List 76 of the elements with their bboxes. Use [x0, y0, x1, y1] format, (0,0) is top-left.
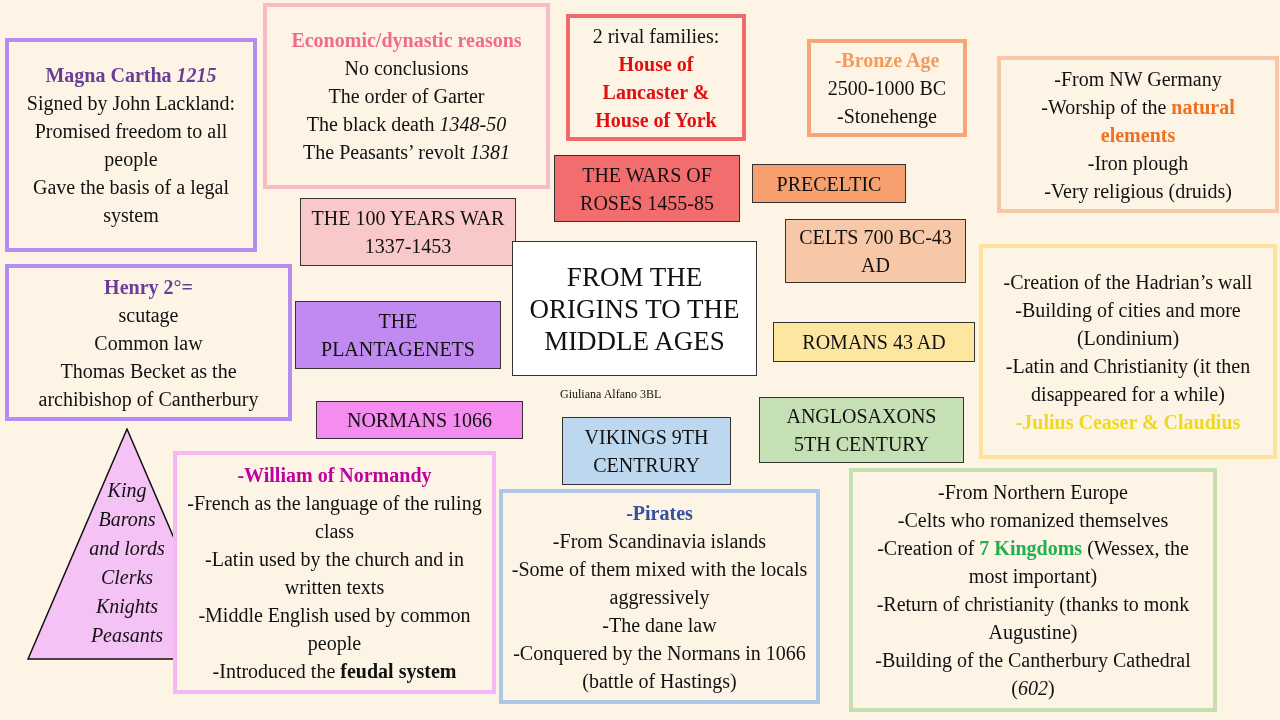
note-card: [499, 489, 820, 704]
topic-label: Clerks: [99, 565, 155, 590]
note-text: Thomas Becket as the archibishop of Cantherbury: [37, 358, 260, 413]
heading: Economic/dynastic reasons: [291, 28, 522, 54]
note-text: The black death 1348-50: [306, 112, 507, 137]
topic-label: THE PLANTAGENETS: [320, 309, 476, 362]
topic-label: King: [106, 478, 148, 504]
heading: Magna Cartha 1215: [45, 63, 217, 89]
topic-box: [300, 198, 516, 266]
heading: -Bronze Age: [834, 48, 940, 74]
note-text: The Peasants’ revolt 1381: [303, 140, 510, 165]
note-text: -Celts who romanized themselves: [897, 508, 1169, 533]
note-text: -Creation of the Hadrian’s wall: [1003, 269, 1253, 295]
note-text: Common law: [94, 330, 203, 356]
heading: Henry 2°=: [104, 274, 193, 301]
topic-box: [773, 322, 975, 362]
topic-label: Knights: [94, 594, 160, 620]
note-text: Promised freedom to all people: [33, 119, 229, 173]
note-text: -Worship of the natural elements: [1040, 94, 1236, 148]
topic-label: THE 100 YEARS WAR 1337-1453: [310, 206, 506, 259]
note-text: -Latin used by the church and in written texts: [204, 546, 465, 600]
heading: House of Lancaster & House of York: [594, 51, 718, 133]
heading: -William of Normandy: [237, 462, 432, 489]
note-text: Signed by John Lackland:: [26, 91, 236, 117]
topic-label: ROMANS 43 AD: [802, 330, 946, 355]
topic-label: Barons and lords: [88, 507, 166, 561]
topic-label: PRECELTIC: [776, 171, 882, 197]
topic-box: [512, 241, 757, 376]
note-text: The order of Garter: [328, 84, 485, 109]
author-note: Giuliana Alfano 3BL: [560, 387, 662, 402]
note-card: [5, 264, 292, 421]
note-text: -Introduced the feudal system: [212, 658, 457, 685]
topic-label: NORMANS 1066: [347, 408, 492, 433]
topic-box: [295, 301, 501, 369]
heading: -Julius Ceaser & Claudius: [1015, 409, 1241, 435]
note-card: [5, 38, 257, 252]
topic-box: [316, 401, 523, 439]
topic-label: ANGLOSAXONS 5TH CENTURY: [785, 404, 938, 457]
topic-box: [554, 155, 740, 222]
topic-label: VIKINGS 9TH CENTRURY: [583, 425, 710, 478]
note-card: [997, 56, 1279, 213]
note-card: [566, 14, 746, 141]
note-text: 2 rival families:: [592, 23, 720, 49]
heading: -Pirates: [626, 500, 693, 526]
note-text: -Conquered by the Normans in 1066 (battle of Hastings): [512, 640, 807, 695]
topic-box: [562, 417, 731, 485]
note-text: -The dane law: [602, 612, 717, 638]
note-text: Gave the basis of a legal system: [31, 175, 230, 229]
note-text: -Iron plough: [1087, 150, 1189, 177]
note-text: -From Scandinavia islands: [552, 528, 767, 554]
note-text: scutage: [118, 302, 179, 329]
note-text: -Building of the Cantherbury Cathedral (602): [874, 648, 1192, 701]
note-card: [979, 244, 1277, 459]
topic-label: Peasants: [89, 623, 165, 648]
note-text: -Latin and Christianity (it then disappeared for a while): [1004, 353, 1252, 408]
note-text: -Building of cities and more (Londinium): [1014, 297, 1242, 352]
topic-box: [752, 164, 906, 203]
note-text: -Stonehenge: [837, 104, 937, 130]
note-card: [849, 468, 1217, 712]
note-text: -From NW Germany: [1054, 66, 1222, 93]
topic-label: THE WARS OF ROSES 1455-85: [579, 162, 715, 216]
note-text: -Return of christianity (thanks to monk Augustine): [875, 592, 1191, 646]
note-text: -French as the language of the ruling class: [186, 490, 483, 544]
note-text: 2500-1000 BC: [827, 76, 947, 101]
note-text: -Very religious (druids): [1044, 178, 1232, 205]
topic-box: [759, 397, 964, 463]
note-card: [263, 3, 550, 189]
topic-box: [785, 219, 966, 283]
note-text: -Some of them mixed with the locals aggressively: [510, 556, 809, 611]
note-text: -From Northern Europe: [938, 480, 1128, 506]
note-card: [173, 451, 496, 694]
note-text: No conclusions: [344, 56, 469, 81]
note-text: -Creation of 7 Kingdoms (Wessex, the most important): [876, 536, 1190, 590]
topic-label: FROM THE ORIGINS TO THE MIDDLE AGES: [528, 260, 741, 357]
topic-label: CELTS 700 BC-43 AD: [798, 225, 953, 278]
note-card: [807, 39, 967, 137]
